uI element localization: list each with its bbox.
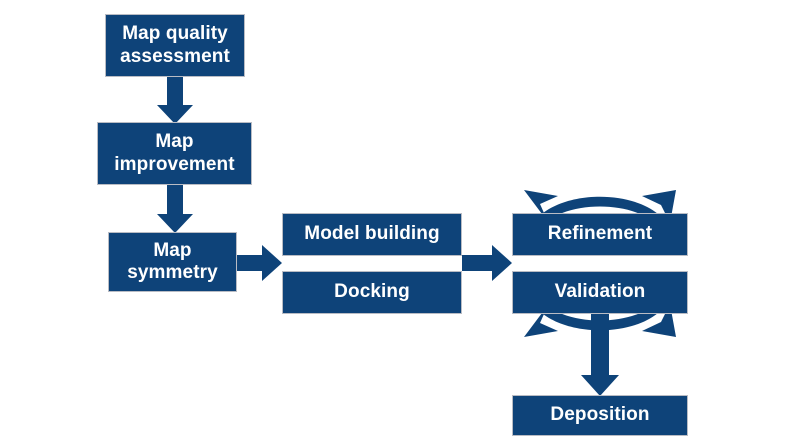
node-map-improvement[interactable]: Map improvement [97, 122, 252, 185]
node-deposition[interactable]: Deposition [512, 395, 688, 436]
arrow-assessment-to-improvement [157, 77, 193, 124]
node-label-map-improvement: Map improvement [114, 131, 235, 175]
node-model-building[interactable]: Model building [282, 213, 462, 256]
arrow-symmetry-to-building [237, 245, 282, 281]
arrow-building-to-refinement [462, 245, 512, 281]
arrow-cycle-to-deposition [581, 313, 619, 396]
node-label-deposition: Deposition [550, 404, 650, 426]
node-map-symmetry[interactable]: Map symmetry [108, 232, 237, 292]
node-label-map-quality-assessment: Map quality assessment [120, 23, 230, 67]
arrow-improvement-to-symmetry [157, 185, 193, 233]
node-label-map-symmetry: Map symmetry [127, 239, 218, 283]
node-label-validation: Validation [554, 281, 646, 303]
node-map-quality-assessment[interactable]: Map quality assessment [105, 14, 245, 77]
node-label-docking: Docking [334, 281, 410, 303]
node-docking[interactable]: Docking [282, 271, 462, 314]
node-validation[interactable]: Validation [512, 271, 688, 314]
node-label-model-building: Model building [304, 223, 440, 245]
node-label-refinement: Refinement [547, 223, 653, 245]
node-refinement[interactable]: Refinement [512, 213, 688, 256]
